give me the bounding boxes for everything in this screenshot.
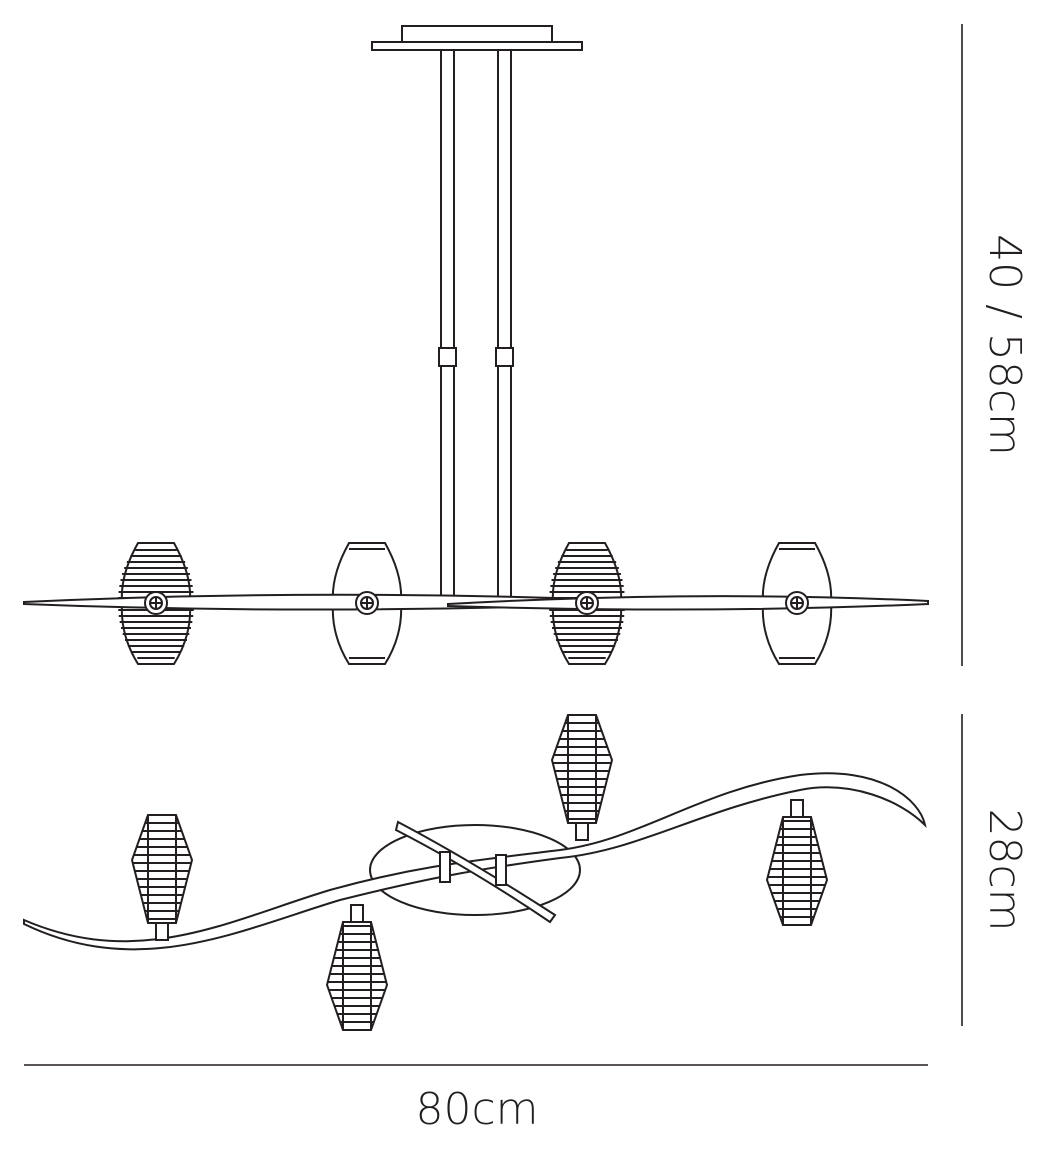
crystal-shade (325, 904, 389, 1031)
cross-bar (394, 820, 557, 924)
socket-icon (144, 591, 168, 615)
height-label: 40 / 58cm (979, 234, 1030, 456)
side-view (23, 25, 929, 665)
dimension-lines: 40 / 58cm 28cm 80cm (24, 24, 1030, 1135)
ceiling-plate (371, 41, 583, 51)
wave-arm (23, 772, 927, 951)
crystal-shade (130, 814, 194, 941)
crystal-shade (765, 799, 829, 926)
suspension-rods (438, 49, 514, 599)
socket-icon (575, 591, 599, 615)
socket-icon (785, 591, 809, 615)
bracket (495, 854, 507, 886)
depth-label: 28cm (979, 808, 1030, 931)
width-label: 80cm (415, 1084, 538, 1135)
crystal-shade (550, 714, 614, 841)
bracket (439, 851, 451, 883)
ceiling-canopy (401, 25, 553, 43)
socket-icon (355, 591, 379, 615)
plan-view (23, 714, 927, 1031)
